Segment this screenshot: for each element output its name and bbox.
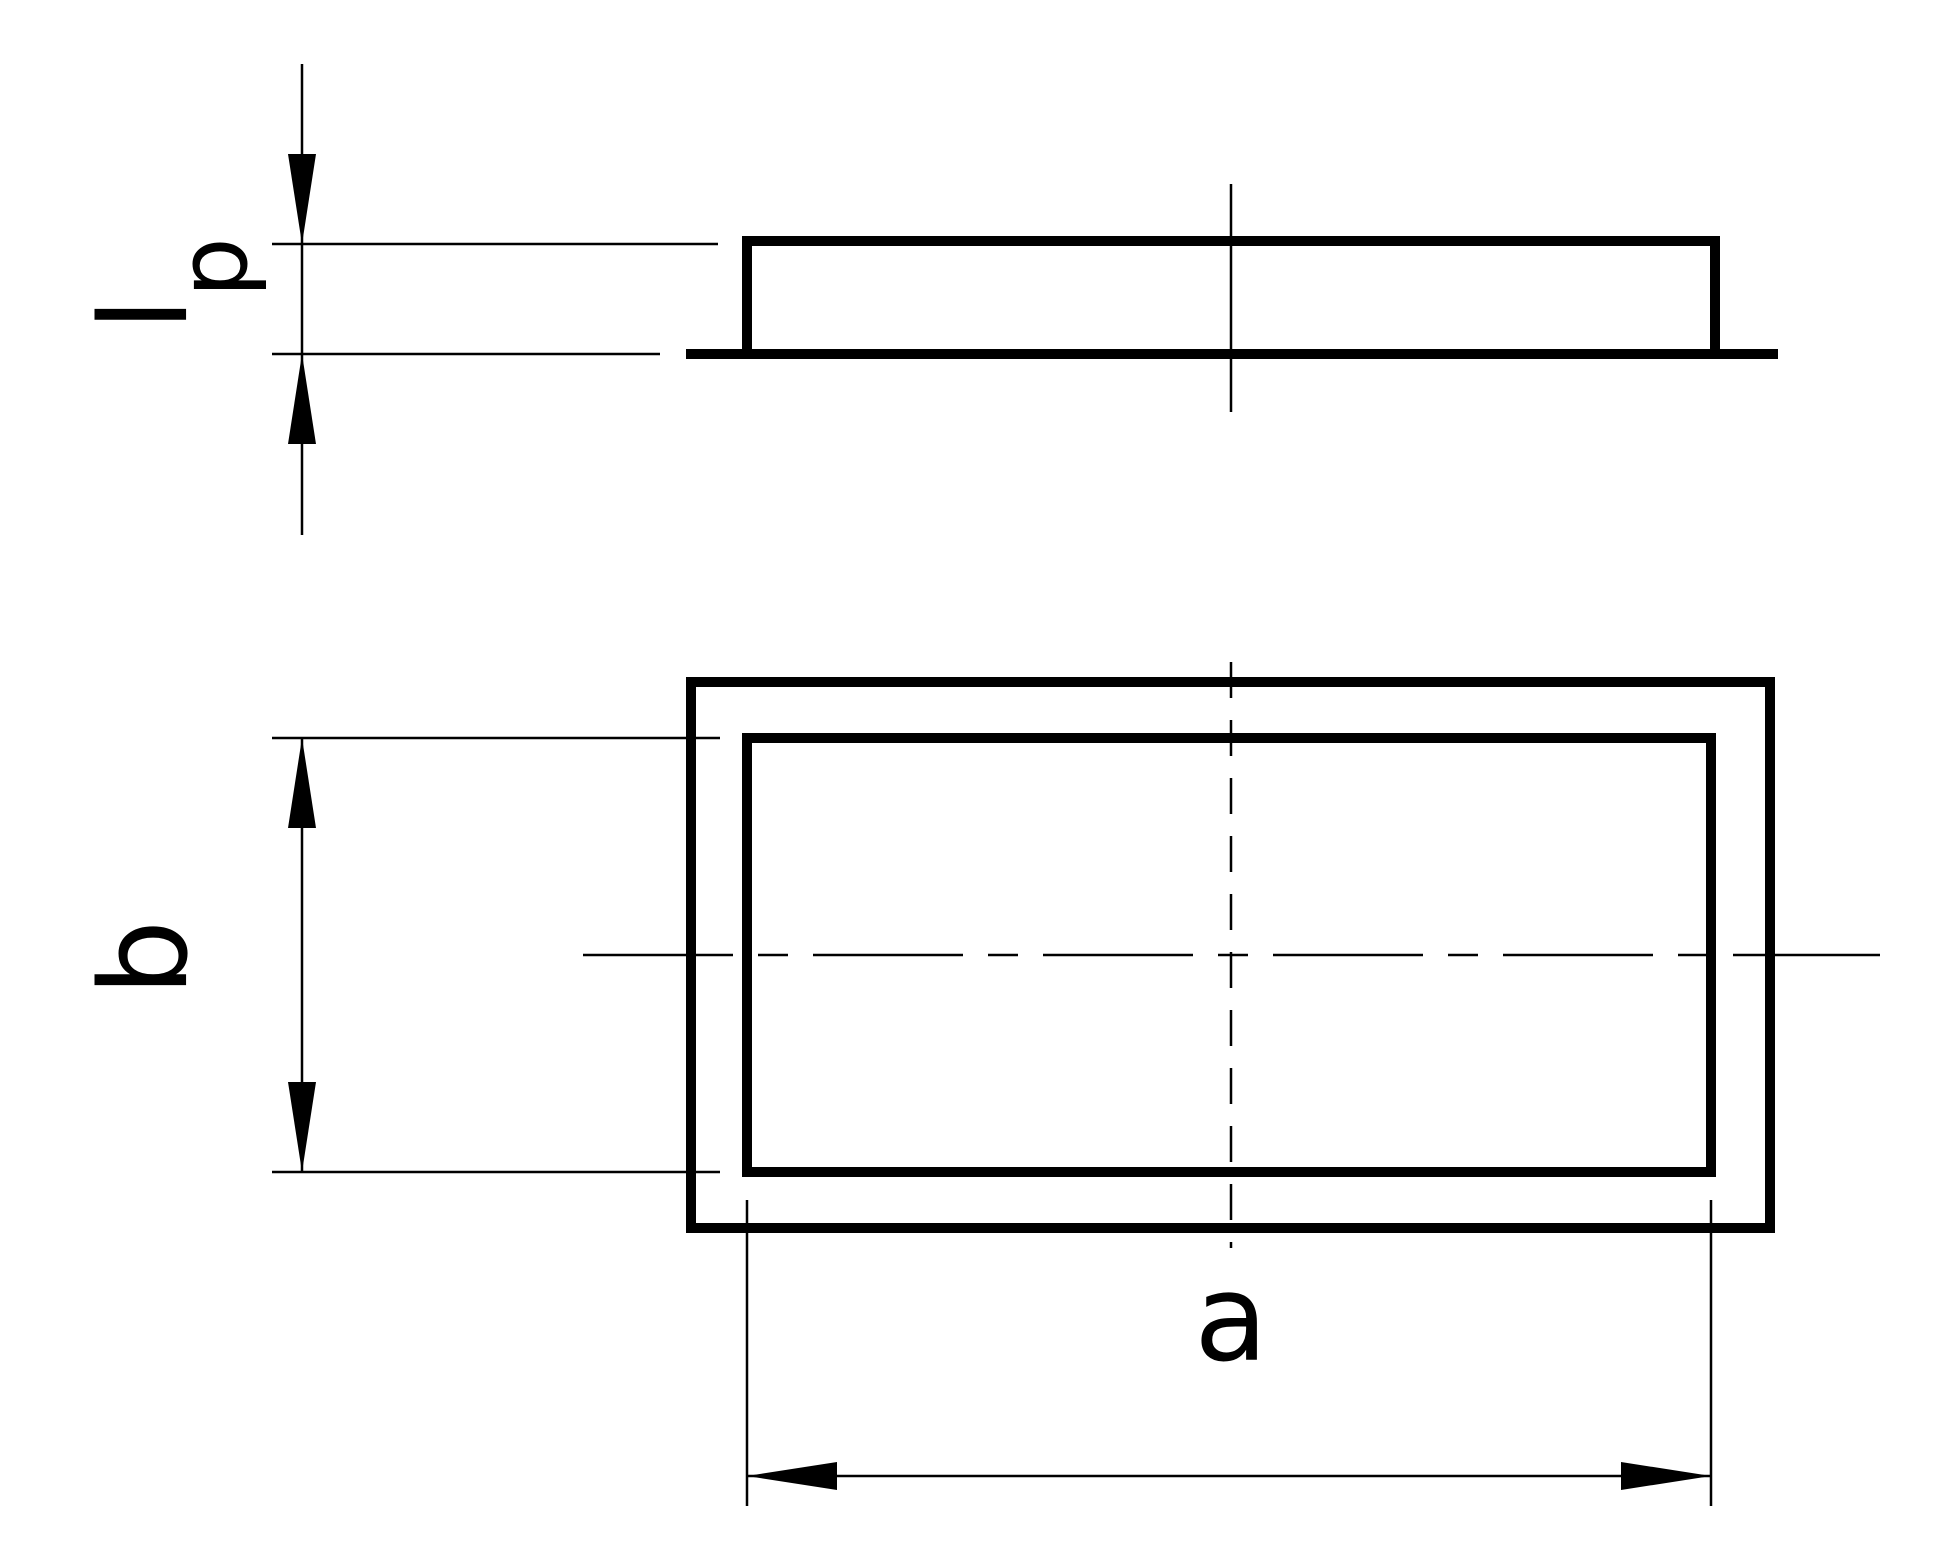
- b-label: b: [76, 920, 215, 996]
- a-label: a: [1194, 1250, 1268, 1389]
- height-label: lp: [76, 237, 269, 331]
- height-arrow-bottom: [288, 354, 316, 444]
- plan-inner-opening: [742, 733, 1716, 1177]
- a-arrow-right: [1621, 1462, 1711, 1490]
- height-label-main: l: [76, 298, 215, 331]
- b-arrow-bottom: [288, 1082, 316, 1172]
- side-elevation-view: lp: [76, 64, 1778, 535]
- plan-view: b a: [76, 662, 1880, 1506]
- a-arrow-left: [747, 1462, 837, 1490]
- height-arrow-top: [288, 154, 316, 244]
- height-label-subscript: p: [159, 237, 269, 297]
- side-view-raised-body: [742, 236, 1720, 359]
- b-arrow-top: [288, 738, 316, 828]
